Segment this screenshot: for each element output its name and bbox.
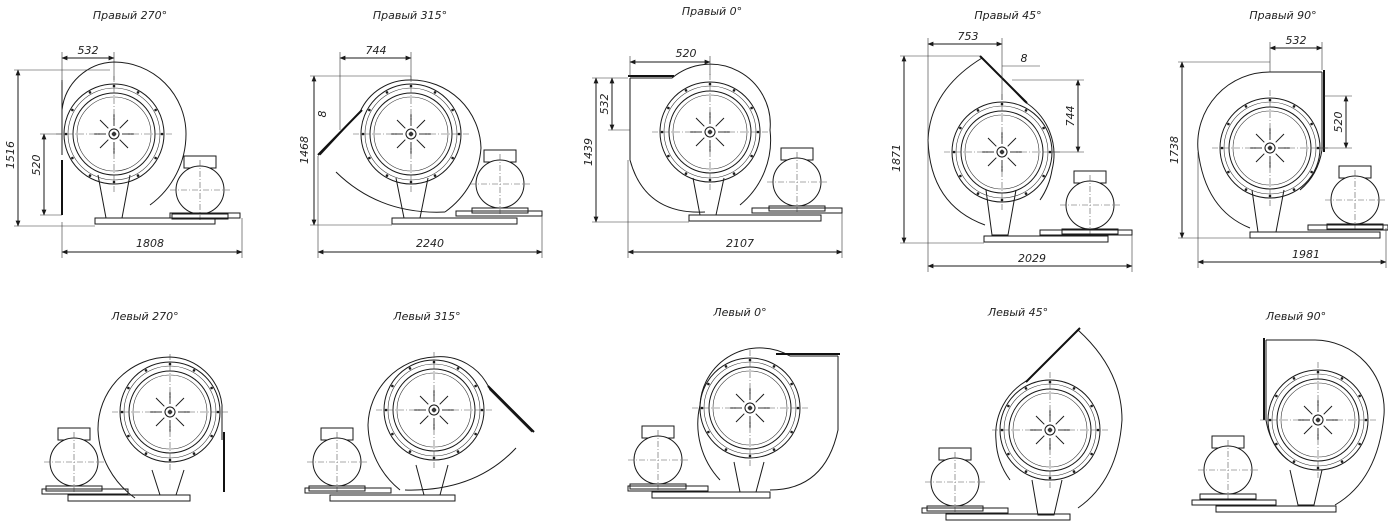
dim-left-outer: 1439 (582, 138, 595, 166)
view-title: Левый 0° (712, 306, 766, 319)
view-right-90: Правый 90° 532 520 1738 1981 (1168, 9, 1388, 268)
dim-small: 8 (316, 111, 329, 118)
view-title: Правый 270° (93, 9, 167, 22)
dim-top: 753 (958, 30, 979, 43)
dim-left-outer: 1871 (890, 144, 903, 172)
dim-top: 532 (78, 44, 99, 57)
view-title: Левый 45° (987, 306, 1048, 319)
dim-left-outer: 1738 (1168, 136, 1181, 164)
view-left-270: Левый 270° (41, 310, 229, 502)
dim-bottom: 2029 (1018, 252, 1046, 265)
view-title: Правый 90° (1249, 9, 1316, 22)
view-right-315: Правый 315° 744 8 1468 2240 (298, 9, 543, 258)
view-right-0: Правый 0° 520 532 1439 2107 (582, 5, 843, 258)
dim-left-outer: 1516 (4, 141, 17, 169)
dim-right: 744 (1064, 106, 1077, 127)
view-title: Левый 315° (392, 310, 460, 323)
view-title: Правый 0° (682, 5, 742, 18)
dim-left-inner: 532 (598, 94, 611, 115)
dim-bottom: 2107 (726, 237, 754, 250)
dim-top: 744 (366, 44, 387, 57)
dim-bottom: 1981 (1292, 248, 1320, 261)
dim-top: 520 (676, 47, 697, 60)
dim-right: 520 (1332, 112, 1345, 133)
view-right-270: Правый 270° 532 1516 520 1808 (4, 9, 243, 258)
view-title: Правый 45° (974, 9, 1041, 22)
view-left-45: Левый 45° (921, 306, 1123, 521)
view-title: Правый 315° (373, 9, 447, 22)
view-left-90: Левый 90° (1191, 310, 1385, 513)
dim-top: 532 (1286, 34, 1307, 47)
dim-small: 8 (1021, 52, 1028, 65)
dim-left-inner: 520 (30, 155, 43, 176)
view-left-0: Левый 0° (627, 306, 840, 499)
view-right-45: Правый 45° 753 8 744 1871 2029 (890, 9, 1133, 272)
dim-bottom: 2240 (416, 237, 444, 250)
dim-bottom: 1808 (136, 237, 164, 250)
view-title: Левый 90° (1265, 310, 1326, 323)
dim-left-outer: 1468 (298, 136, 311, 164)
view-left-315: Левый 315° (304, 310, 535, 502)
view-title: Левый 270° (110, 310, 178, 323)
